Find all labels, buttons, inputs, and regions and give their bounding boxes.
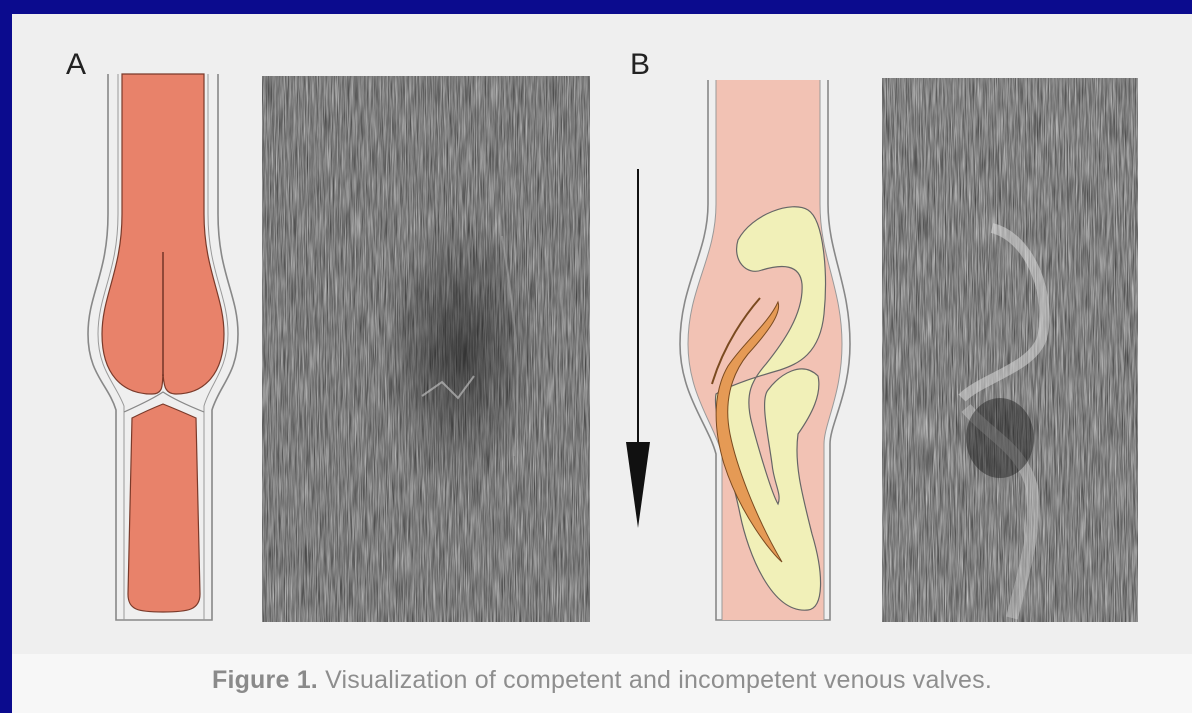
caption-text: Visualization of competent and incompete… bbox=[318, 666, 992, 694]
figure-panel: A B bbox=[12, 14, 1192, 654]
caption-area: Figure 1. Visualization of competent and… bbox=[12, 654, 1192, 713]
ultrasound-image-b bbox=[882, 78, 1138, 622]
ultrasound-texture-b bbox=[882, 78, 1138, 622]
figure-caption: Figure 1. Visualization of competent and… bbox=[12, 666, 1192, 695]
caption-bold: Figure 1. bbox=[212, 666, 318, 694]
